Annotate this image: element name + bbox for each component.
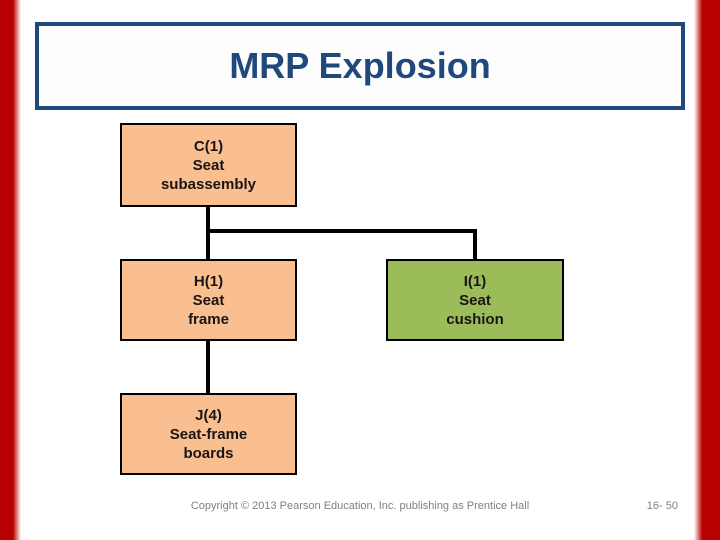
page-title: MRP Explosion (229, 45, 491, 86)
node-label-line: Seat (192, 156, 225, 174)
connector-horizontal-branch (206, 229, 477, 233)
node-label-line: subassembly (160, 175, 257, 193)
node-code: H(1) (193, 272, 224, 290)
bom-node-j-seat-frame-boards: J(4) Seat-frame boards (120, 393, 297, 475)
footer-page-number: 16- 50 (646, 500, 678, 512)
node-label-line: frame (188, 310, 229, 328)
slide-title-box: MRP Explosion (35, 22, 685, 110)
connector-h-to-j-vertical (206, 339, 210, 395)
node-code: I(1) (463, 272, 487, 290)
footer-copyright: Copyright © 2013 Pearson Education, Inc.… (190, 500, 530, 512)
left-red-border (0, 0, 21, 540)
node-code: J(4) (195, 406, 222, 424)
node-label-line: cushion (446, 310, 504, 328)
connector-c-to-h-vertical (206, 205, 210, 261)
node-label-line: boards (183, 444, 234, 462)
node-label-line: Seat (192, 291, 225, 309)
node-label-line: Seat-frame (169, 425, 248, 443)
bom-node-h-seat-frame: H(1) Seat frame (120, 259, 297, 341)
node-label-line: Seat (459, 291, 491, 309)
bom-node-i-seat-cushion: I(1) Seat cushion (386, 259, 564, 341)
node-code: C(1) (193, 137, 224, 155)
right-red-border (694, 0, 720, 540)
connector-branch-to-i-vertical (473, 229, 477, 261)
bom-node-c-seat-subassembly: C(1) Seat subassembly (120, 123, 297, 207)
